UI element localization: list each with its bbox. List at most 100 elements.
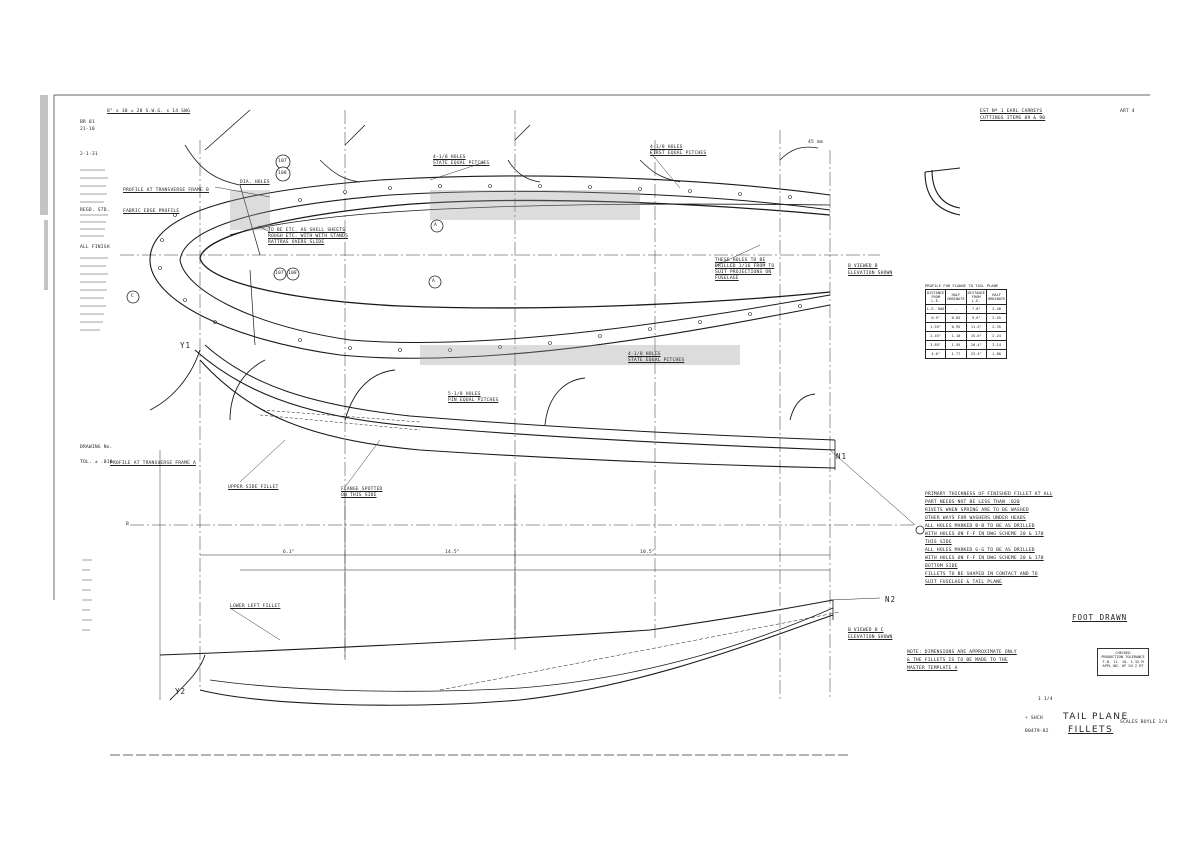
table-cell: 0.95 — [945, 322, 967, 332]
section-a-circle-mid — [428, 275, 442, 289]
item-108-circle — [275, 166, 291, 182]
section-markers — [126, 154, 925, 535]
profile-header-0: DISTANCE FROM L.E. — [924, 289, 947, 305]
holes-inner-label-b: PIN EQUAL PITCHES — [448, 398, 499, 403]
table-cell: - — [945, 304, 967, 314]
note-right-10: FILLETS TO BE SHAPED IN CONTACT AND TO — [925, 572, 1038, 577]
section-a-mid: A — [432, 279, 435, 284]
rib-line-2 — [249, 269, 256, 346]
profile-table-caption: PROFILE FOR FLANGE TO TAIL PLANE — [925, 283, 999, 288]
elev-c-label-b: ELEVATION SHOWN — [848, 635, 893, 640]
drawing-name-a: TAIL PLANE — [1063, 712, 1129, 722]
left-note-5: DRAWING No. — [80, 445, 113, 450]
table-cell: 2.55 — [985, 313, 1008, 323]
note-right-0: PRIMARY THICKNESS OF FINISHED FILLET AT … — [925, 492, 1053, 497]
note-right-4: ALL HOLES MARKED B-B TO BE AS DRILLED — [925, 524, 1035, 529]
corner-mark: ART 4 — [1120, 109, 1135, 114]
drawing-name-b: FILLETS — [1068, 725, 1114, 735]
table-cell: 1.55 — [945, 340, 967, 350]
holes-bottom-label: 4-1/8 HOLES — [628, 352, 661, 357]
airfoil-profile-a — [199, 199, 831, 309]
holes-top-label: 4-1/8 HOLES — [433, 155, 466, 160]
item-107-circle-b — [273, 267, 287, 281]
note-lower-2: MASTER TEMPLATE A — [907, 666, 958, 671]
dia-holes-label: DIA. HOLES — [240, 180, 270, 185]
fabric-edge-label: FABRIC EDGE PROFILE — [123, 209, 180, 214]
table-cell: 0.85 — [945, 313, 967, 323]
left-note-0: BR 01 — [80, 120, 95, 125]
b-mark-label: B — [126, 522, 129, 527]
y2-label: Y2 — [175, 687, 187, 696]
item-107-label-b: 107 — [275, 271, 284, 276]
leader-lines — [214, 151, 761, 641]
table-row: 3.85" 1.55 20.4" 2.14 — [924, 340, 1008, 350]
table-cell: 2.35 — [985, 322, 1008, 332]
table-row: 2.45" 1.10 15.6" 2.24 — [924, 331, 1008, 341]
torn-left-edge — [40, 95, 48, 290]
note-lower-0: NOTE: DIMENSIONS ARE APPROXIMATE ONLY — [907, 650, 1017, 655]
holes-top-label-b: STATE EQUAL PITCHES — [433, 161, 490, 166]
table-cell: 2.14 — [985, 340, 1008, 350]
table-cell: 0.9" — [924, 313, 947, 323]
table-cell: 1.80 — [985, 349, 1008, 359]
item-108-circle-b — [286, 267, 300, 281]
table-cell: 1.55" — [924, 322, 947, 332]
holes-inner-label: 5-1/8 HOLES — [448, 392, 481, 397]
table-row: L.E. RAD - 7.8" 2.40 — [924, 304, 1008, 314]
dim-upper-label: 14.5" — [445, 550, 460, 555]
table-cell: 3.85" — [924, 340, 947, 350]
fixed-holes-c: SUIT PROJECTIONS ON — [715, 270, 772, 275]
holes-right-label: 4-1/8 HOLES — [650, 145, 683, 150]
left-note-2: 2-1-31 — [80, 152, 98, 157]
angle-arcs-top — [184, 109, 819, 186]
note-right-1: PART NEEDS NOT BE LESS THAN .020 — [925, 500, 1020, 505]
table-cell: 1.77 — [945, 349, 967, 359]
detail-sketch-curve — [924, 167, 961, 216]
note-lower-1: & THE FILLETS IS TO BE MADE TO THE — [907, 658, 1008, 663]
note-right-3: OTHER WAYS FOR WASHERS UNDER HEADS — [925, 516, 1026, 521]
table-cell: 7.8" — [965, 304, 987, 314]
upper-side-fillet-inner — [204, 344, 836, 441]
note-right-7: ALL HOLES MARKED G-G TO BE AS DRILLED — [925, 548, 1035, 553]
table-cell: 2.40 — [985, 304, 1008, 314]
sheet-no: 1 1/4 — [1038, 697, 1053, 702]
section-c-circle — [126, 290, 140, 304]
note-right-2: RIVETS WHEN SPRING ARE TO BE WASHED — [925, 508, 1029, 513]
item-107-label: 107 — [278, 159, 287, 164]
profile-table: PROFILE FOR FLANGE TO TAIL PLANE DISTANC… — [924, 283, 1008, 359]
stamp-line-3: APPL NO. OF SH 2 RT — [1102, 664, 1144, 669]
upper-side-fillet-base — [199, 359, 836, 469]
elev-a-label-b: ELEVATION SHOWN — [848, 271, 893, 276]
rivet-note-c: RATTRAS OVERS SLIDE — [268, 240, 325, 245]
table-cell: L.E. RAD — [924, 304, 947, 314]
lower-fillet-lower-edge — [199, 614, 834, 706]
title-label: FOOT DRAWN — [1072, 613, 1128, 622]
profile-header-3: HALF ORDINATE — [985, 289, 1008, 305]
note-right-5: WITH HOLES ON F-F IN DWG SCHEME 20 & 170 — [925, 532, 1044, 537]
rivet-note-a: TO BE ETC. AS SHELL SHEETS — [268, 228, 346, 233]
fixed-holes-d: FUSELAGE — [715, 276, 739, 281]
drawing-ref: EST Nº 1 EARL CARREYS — [980, 109, 1043, 114]
plan-view-fillet — [149, 175, 831, 359]
left-note-4: ALL FINISH — [80, 245, 110, 250]
y1-label: Y1 — [180, 341, 192, 350]
note-right-11: SUIT FUSELAGE & TAIL PLANE — [925, 580, 1003, 585]
table-cell: 2.45" — [924, 331, 947, 341]
table-cell: 20.4" — [965, 340, 987, 350]
table-cell: 2.24 — [985, 331, 1008, 341]
dimension-lines — [200, 449, 916, 660]
dim-right-label: 10.5" — [640, 550, 655, 555]
lower-left-label: LOWER LEFT FILLET — [230, 604, 281, 609]
table-cell: 4.6" — [924, 349, 947, 359]
table-cell: 23.4" — [965, 349, 987, 359]
scale-label: SCALES BOYLE 1/4 — [1120, 720, 1168, 725]
lower-fillet-inner — [209, 607, 834, 692]
holes-right-label-b: FIRST EQUAL PITCHES — [650, 151, 707, 156]
table-row: 4.6" 1.77 23.4" 1.80 — [924, 349, 1008, 359]
part-no-a: + SHCH — [1025, 716, 1043, 721]
stamp-line-0: CHECKED — [1115, 651, 1131, 655]
note-right-6: THIS SIDE — [925, 540, 952, 545]
item-108-label-b: 108 — [288, 271, 297, 276]
sheet-border — [53, 94, 1150, 756]
profile-transverse-label: PROFILE AT TRANSVERSE FRAME B — [123, 188, 210, 193]
